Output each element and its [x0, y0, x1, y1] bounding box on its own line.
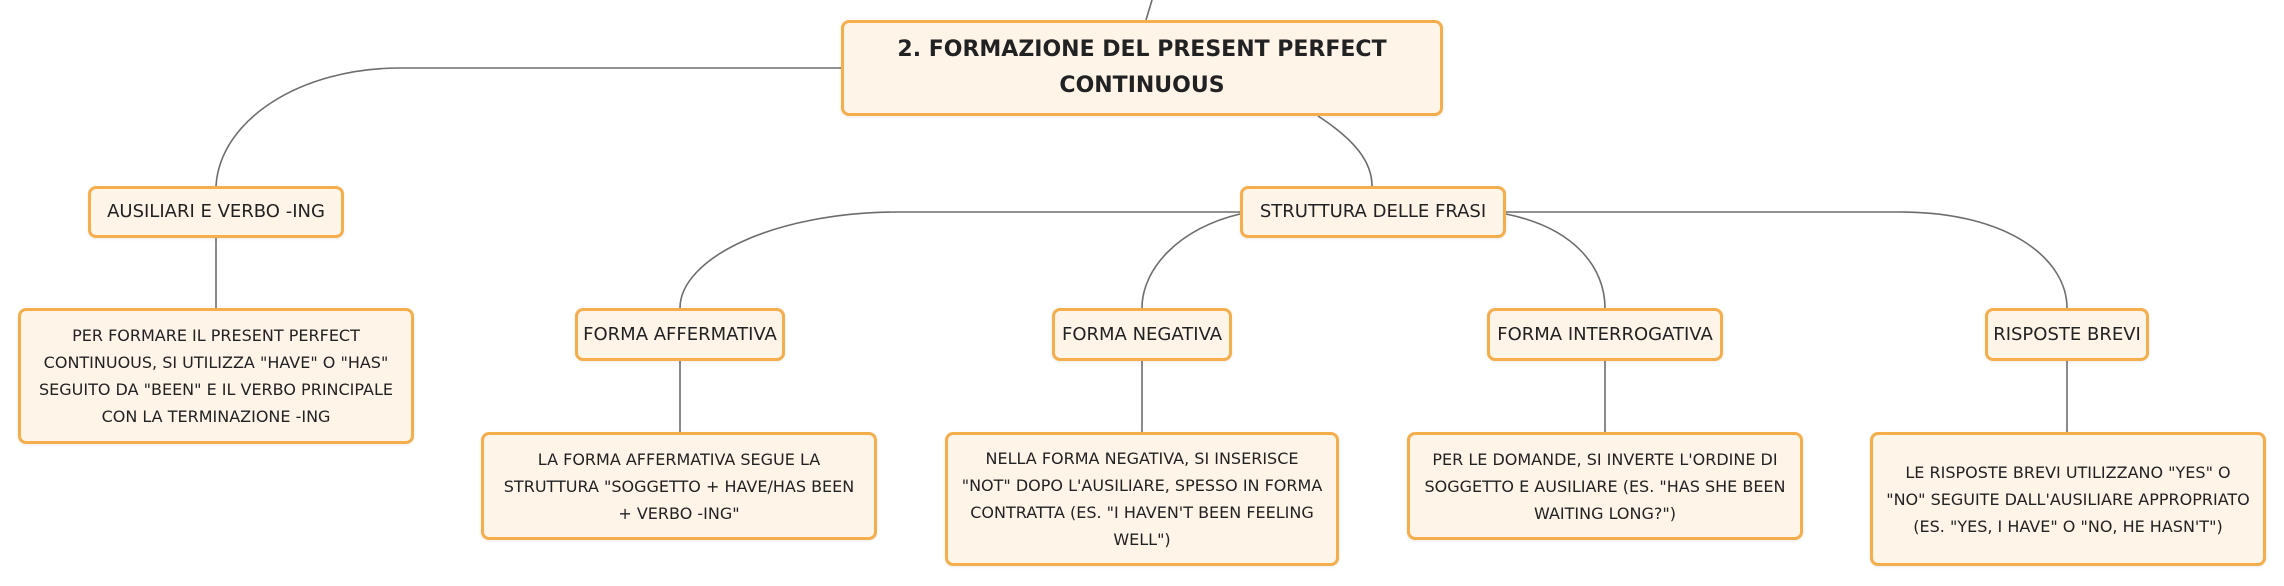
forma-negativa-description-node[interactable]: NELLA FORMA NEGATIVA, SI INSERISCE "NOT"…: [945, 432, 1339, 566]
root-topic-title: 2. FORMAZIONE DEL PRESENT PERFECT CONTIN…: [897, 37, 1387, 98]
forma-negativa-label: FORMA NEGATIVA: [1061, 323, 1223, 345]
root-topic-node[interactable]: 2. FORMAZIONE DEL PRESENT PERFECT CONTIN…: [841, 20, 1443, 116]
forma-affermativa-node[interactable]: FORMA AFFERMATIVA: [575, 308, 785, 361]
forma-negativa-node[interactable]: FORMA NEGATIVA: [1052, 308, 1232, 361]
connector-parent-to-root: [1145, 0, 1153, 21]
connector-struttura-to-negativa: [1141, 213, 1241, 309]
connector-root-to-struttura: [1317, 115, 1373, 187]
connector-struttura-to-affermativa: [679, 211, 1240, 309]
connector-root-to-ausiliari: [215, 67, 841, 187]
forma-interrogativa-node[interactable]: FORMA INTERROGATIVA: [1487, 308, 1723, 361]
forma-interrogativa-description-node[interactable]: PER LE DOMANDE, SI INVERTE L'ORDINE DI S…: [1407, 432, 1803, 540]
risposte-brevi-description: LE RISPOSTE BREVI UTILIZZANO "YES" O "NO…: [1886, 462, 2250, 536]
struttura-label: STRUTTURA DELLE FRASI: [1259, 201, 1487, 222]
risposte-brevi-label: RISPOSTE BREVI: [1993, 323, 2141, 345]
ausiliari-label: AUSILIARI E VERBO -ING: [107, 201, 325, 222]
ausiliari-node[interactable]: AUSILIARI E VERBO -ING: [88, 186, 344, 238]
connector-struttura-to-interrogativa: [1505, 213, 1606, 309]
struttura-node[interactable]: STRUTTURA DELLE FRASI: [1240, 186, 1506, 238]
forma-affermativa-description-node[interactable]: LA FORMA AFFERMATIVA SEGUE LA STRUTTURA …: [481, 432, 877, 540]
risposte-brevi-description-node[interactable]: LE RISPOSTE BREVI UTILIZZANO "YES" O "NO…: [1870, 432, 2266, 566]
forma-affermativa-description: LA FORMA AFFERMATIVA SEGUE LA STRUTTURA …: [503, 449, 855, 523]
ausiliari-description-node[interactable]: PER FORMARE IL PRESENT PERFECT CONTINUOU…: [18, 308, 414, 444]
forma-negativa-description: NELLA FORMA NEGATIVA, SI INSERISCE "NOT"…: [961, 449, 1323, 549]
connector-struttura-to-risposte: [1506, 211, 2068, 309]
forma-affermativa-label: FORMA AFFERMATIVA: [583, 323, 777, 345]
forma-interrogativa-label: FORMA INTERROGATIVA: [1497, 323, 1713, 345]
ausiliari-description: PER FORMARE IL PRESENT PERFECT CONTINUOU…: [39, 326, 393, 426]
risposte-brevi-node[interactable]: RISPOSTE BREVI: [1985, 308, 2149, 361]
forma-interrogativa-description: PER LE DOMANDE, SI INVERTE L'ORDINE DI S…: [1424, 449, 1786, 523]
